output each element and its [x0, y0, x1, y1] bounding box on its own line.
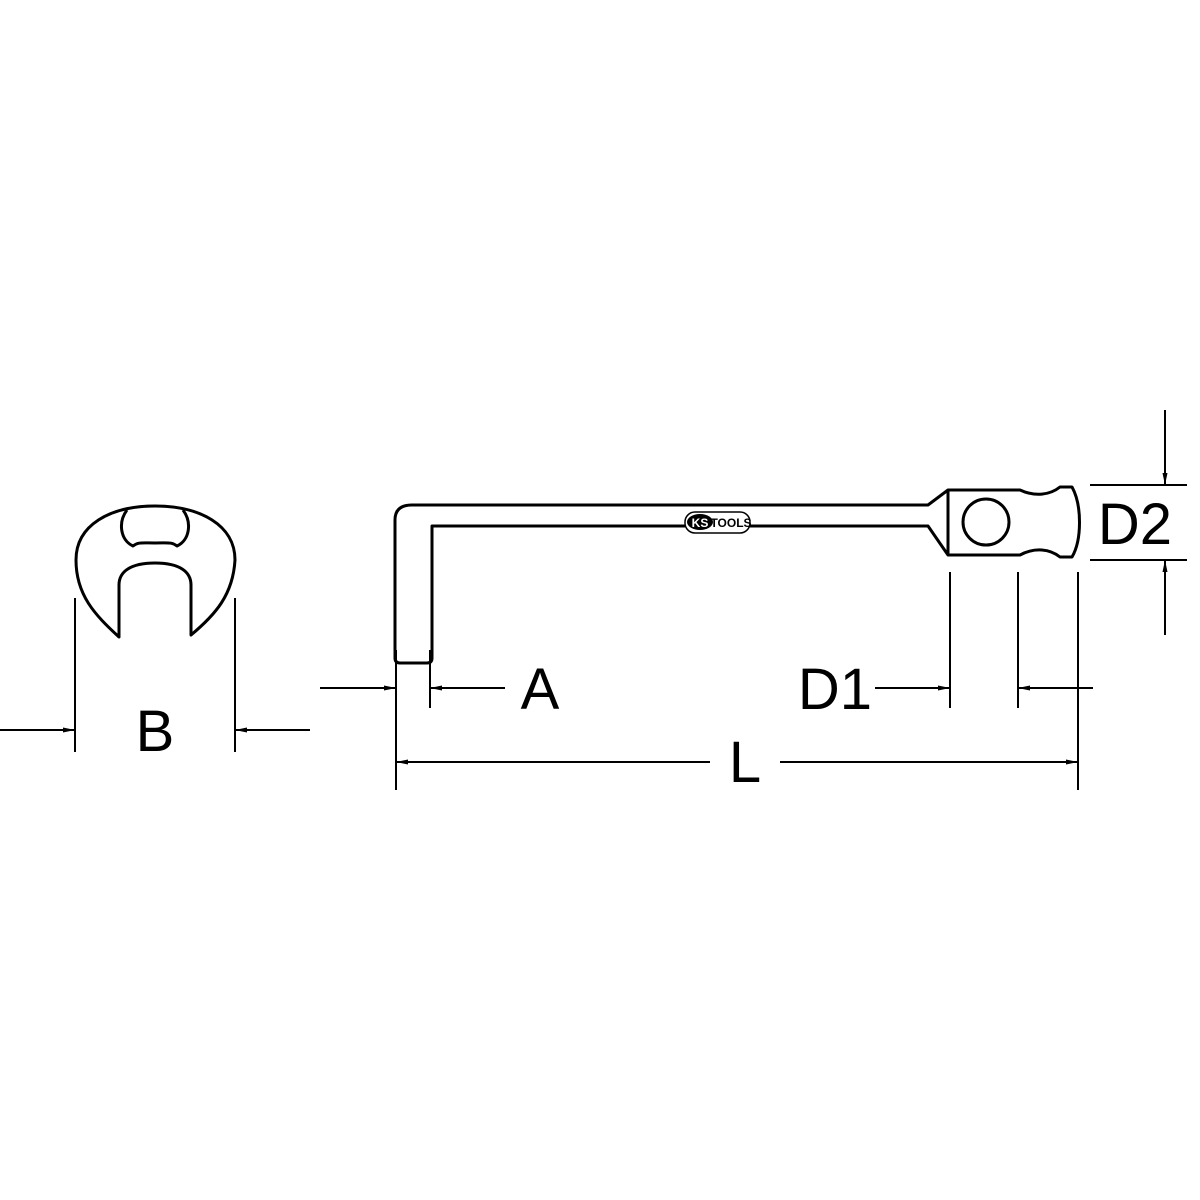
label-b: B [136, 699, 175, 764]
tool-outline [393, 485, 1081, 665]
bolt-hole [961, 497, 1011, 547]
dimension-a: A [320, 650, 560, 790]
label-d1: D1 [798, 657, 872, 722]
label-a: A [521, 657, 560, 722]
window-outline [120, 509, 190, 548]
end-view [74, 504, 237, 639]
tool-side-view: KS TOOLS [393, 485, 1081, 665]
label-d2: D2 [1098, 492, 1172, 557]
dimension-d2: D2 [1090, 410, 1187, 635]
svg-text:TOOLS: TOOLS [710, 516, 751, 530]
open-end-outline [74, 504, 237, 639]
dimension-d1: D1 [798, 572, 1093, 722]
label-l: L [729, 730, 761, 795]
dimension-l: L [396, 572, 1079, 795]
ks-tools-logo: KS TOOLS [684, 511, 752, 534]
dimension-b: B [0, 598, 310, 764]
svg-text:KS: KS [692, 516, 709, 530]
